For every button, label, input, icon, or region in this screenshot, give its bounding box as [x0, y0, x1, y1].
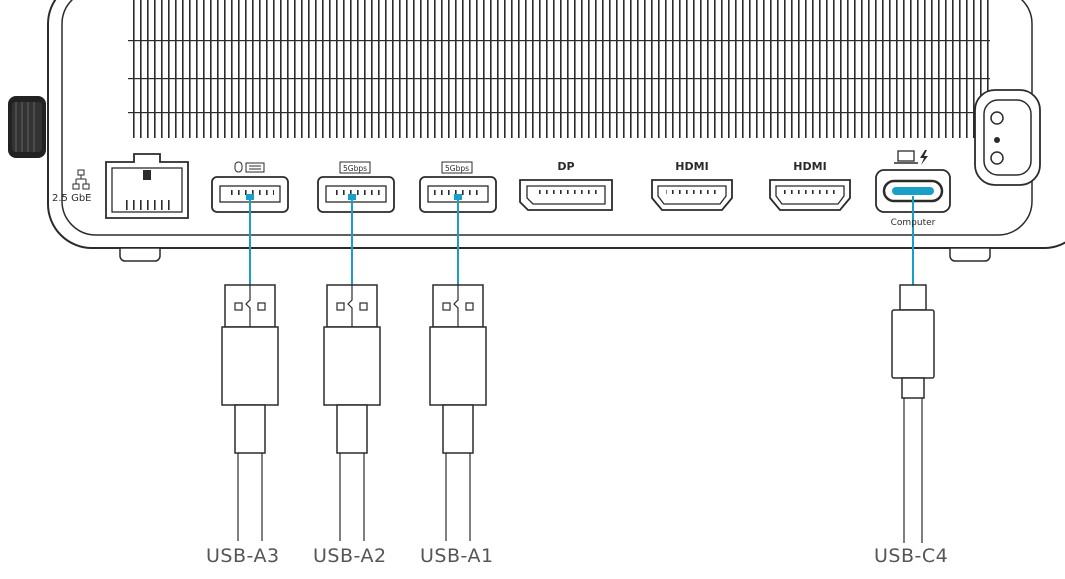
usb-c4-label: USB-C4 [874, 545, 949, 567]
usb-a2-speed-badge: 5Gbps [343, 164, 367, 173]
displayport-port [519, 179, 613, 211]
usb-a3-cable [221, 194, 279, 541]
ethernet-label: 2.5 GbE [52, 193, 92, 204]
usb-a3-label: USB-A3 [206, 545, 280, 567]
usb-a1-speed-badge: 5Gbps [445, 164, 469, 173]
side-knob [8, 96, 46, 158]
ventilation-grille [128, 0, 990, 138]
usb-a1-cable [429, 194, 487, 541]
hdmi-2-label: HDMI [793, 160, 826, 173]
ethernet-port [72, 153, 189, 219]
usb-c4-cable [891, 196, 935, 543]
usb-a1-label: USB-A1 [420, 545, 494, 567]
usb-a2-cable [323, 194, 381, 541]
usb-c-computer-label: Computer [891, 218, 936, 228]
laptop-charge-icon [894, 150, 928, 165]
usb-a2-label: USB-A2 [313, 545, 387, 567]
power-port [974, 89, 1041, 186]
hdmi-1-label: HDMI [675, 160, 708, 173]
mouse-keyboard-icon [234, 161, 265, 173]
hdmi-port-1 [651, 179, 733, 211]
hdmi-port-2 [769, 179, 851, 211]
displayport-label: DP [557, 160, 574, 173]
network-icon [72, 169, 90, 190]
